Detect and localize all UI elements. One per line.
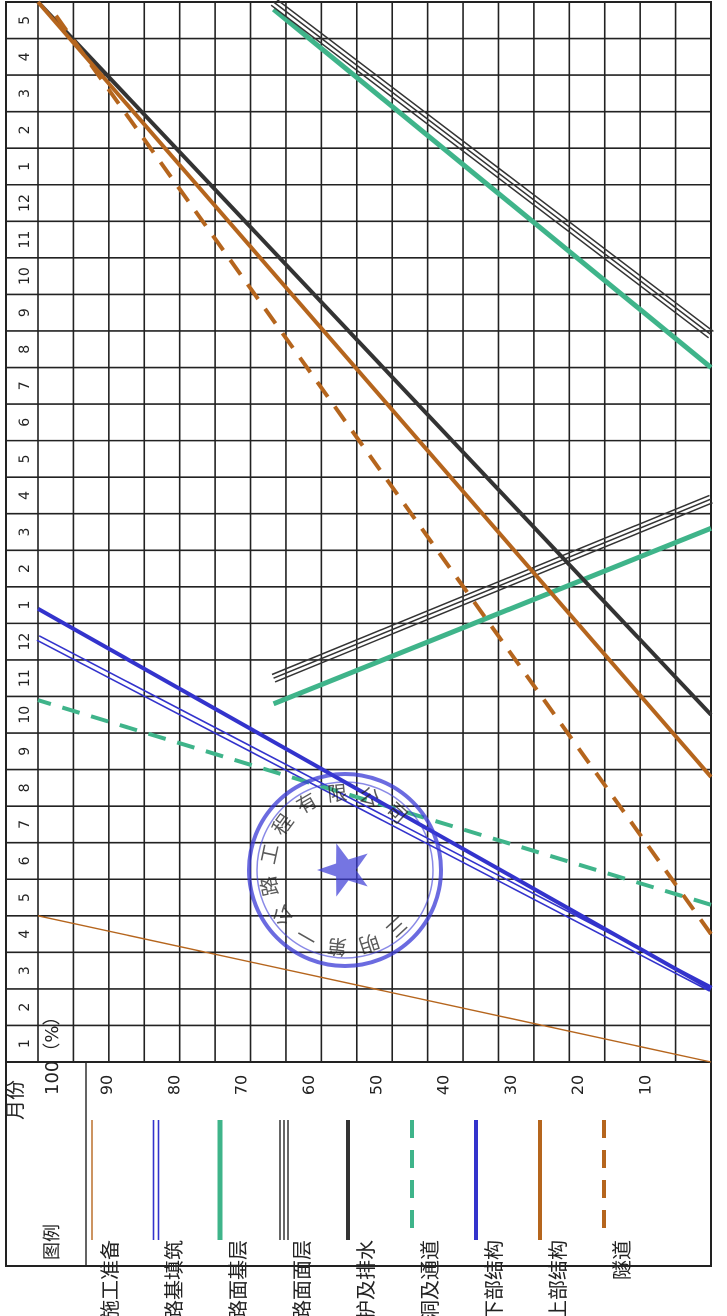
month-tick-label: 3: [17, 966, 33, 975]
legend-label: 桥梁上部结构: [546, 1240, 570, 1316]
stamp-char: 工: [256, 842, 284, 867]
month-tick-label: 6: [17, 418, 33, 427]
month-tick-label: 11: [17, 231, 33, 249]
month-tick-label: 4: [17, 930, 33, 939]
series-line-2: [36, 639, 711, 992]
month-tick-label: 7: [17, 820, 33, 829]
percent-tick-label: 30: [501, 1075, 520, 1095]
legend-label: 路基填筑: [162, 1240, 186, 1316]
series-line-3: [271, 7, 713, 370]
percent-tick-label: 60: [299, 1075, 318, 1095]
stamp-char: 路: [256, 874, 284, 899]
series-line-9: [49, 8, 713, 936]
stamp-char: 公: [356, 782, 383, 811]
stamp-char: 公: [267, 900, 298, 930]
series-line-1: [37, 915, 712, 1063]
month-tick-label: 10: [17, 267, 33, 285]
stamp-char: 有: [292, 788, 321, 819]
month-tick-label: 6: [17, 856, 33, 865]
percent-tick-label: 90: [97, 1075, 116, 1095]
legend: 施工准备 路基填筑 路面基层 路面面层 防护及排水 涵洞及通道 桥梁下部结构 桥梁上部结构 隧道: [91, 1120, 634, 1316]
legend-label: 隧道: [610, 1240, 634, 1280]
month-tick-label: 3: [17, 89, 33, 98]
stamp-star: [317, 843, 368, 897]
legend-label: 防护及排水: [354, 1240, 378, 1316]
month-tick-label: 5: [17, 454, 33, 463]
month-tick-label: 3: [17, 528, 33, 537]
series-line-3: [272, 526, 712, 707]
month-tick-label: 2: [17, 564, 33, 573]
series-line-4: [273, 1, 712, 336]
series-line-8: [36, 0, 713, 779]
series-line-4: [276, 0, 714, 333]
stamp-char: 明: [356, 929, 383, 958]
stamp-char: 限: [326, 780, 348, 806]
month-tick-label: 1: [17, 162, 33, 171]
legend-label: 桥梁下部结构: [482, 1240, 506, 1316]
percent-tick-label: 10: [635, 1075, 654, 1095]
month-tick-label: 10: [17, 706, 33, 724]
month-tick-label: 12: [17, 194, 33, 212]
series-line-6: [37, 698, 712, 907]
month-tick-label: 4: [17, 491, 33, 500]
month-tick-label: 1: [17, 601, 33, 610]
legend-title: 图例: [42, 1224, 63, 1260]
month-tick-label: 9: [17, 747, 33, 756]
month-tick-label: 2: [17, 125, 33, 134]
series-line-4: [270, 4, 710, 339]
stamp-char: 司: [381, 797, 412, 828]
percent-tick-label: 50: [366, 1075, 385, 1095]
percent-header: 100（%）: [42, 1008, 63, 1095]
month-tick-label: 9: [17, 308, 33, 317]
company-stamp: 三明第一公路工程有限公司: [247, 772, 443, 968]
series-line-4: [271, 494, 710, 676]
series-line-5: [36, 0, 713, 717]
month-tick-label: 4: [17, 52, 33, 61]
legend-label: 施工准备: [98, 1240, 122, 1316]
series-line-4: [274, 502, 713, 683]
month-tick-label: 12: [17, 633, 33, 651]
series-layer: [36, 0, 714, 1063]
percent-tick-label: 80: [164, 1075, 183, 1095]
legend-label: 涵洞及通道: [418, 1240, 442, 1316]
chart-grid: [6, 1, 712, 1266]
month-tick-label: 8: [17, 783, 33, 792]
axis-header: 月份: [3, 1080, 27, 1120]
percent-tick-label: 20: [568, 1075, 587, 1095]
series-line-4: [273, 498, 712, 679]
month-tick-label: 7: [17, 381, 33, 390]
month-tick-label: 5: [17, 16, 33, 25]
percent-axis: 90 80 70 60 50 40 30 20 10: [97, 1075, 654, 1095]
stamp-char: 程: [267, 809, 298, 839]
legend-label: 路面面层: [290, 1240, 314, 1316]
month-tick-label: 8: [17, 345, 33, 354]
stamp-ring: [247, 772, 443, 968]
legend-label: 路面基层: [226, 1240, 250, 1316]
month-tick-label: 1: [17, 1039, 33, 1048]
series-line-7: [37, 607, 712, 991]
percent-tick-label: 40: [434, 1075, 453, 1095]
month-tick-label: 2: [17, 1003, 33, 1012]
month-tick-label: 11: [17, 669, 33, 687]
percent-tick-label: 70: [232, 1075, 251, 1095]
month-tick-label: 5: [17, 893, 33, 902]
stamp-inner-ring: [256, 781, 434, 959]
stamp-char: 一: [292, 921, 321, 952]
stamp-char: 第: [326, 934, 348, 960]
